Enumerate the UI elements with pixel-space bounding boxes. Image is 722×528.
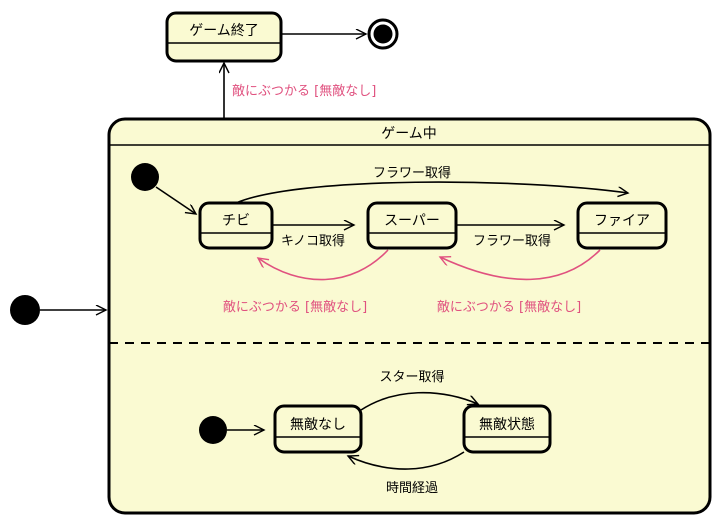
- transition-star[interactable]: [360, 391, 478, 411]
- composite-state-title: ゲーム中: [381, 126, 437, 142]
- state-game-over-label: ゲーム終了: [189, 23, 259, 39]
- state-fire-label: ファイア: [594, 213, 650, 229]
- state-invincible-body: [462, 404, 552, 454]
- initial-state-lower-region[interactable]: [199, 416, 227, 444]
- state-chibi[interactable]: チビ: [198, 201, 274, 250]
- transition-upper-initial-to-chibi[interactable]: [155, 186, 196, 214]
- final-state[interactable]: [367, 18, 399, 50]
- state-no-invincible-label: 無敵なし: [290, 417, 346, 433]
- transition-super-to-chibi-damage[interactable]: [258, 249, 389, 281]
- label-game-over-guard: 敵にぶつかる [無敵なし]: [232, 83, 376, 99]
- final-state-core: [373, 24, 393, 44]
- transition-fire-to-super-damage[interactable]: [440, 249, 601, 281]
- state-fire[interactable]: ファイア: [576, 201, 668, 250]
- initial-state-outer[interactable]: [10, 295, 40, 325]
- label-flower-super-to-fire: フラワー取得: [473, 233, 551, 249]
- state-chibi-label: チビ: [222, 213, 250, 229]
- state-fire-body: [576, 201, 668, 250]
- transition-time[interactable]: [348, 451, 465, 470]
- label-flower-chibi-to-fire: フラワー取得: [373, 165, 451, 181]
- label-damage-fire-to-super: 敵にぶつかる [無敵なし]: [437, 299, 581, 315]
- state-no-invincible[interactable]: 無敵なし: [273, 404, 363, 454]
- state-game-over-body: [165, 11, 283, 63]
- transition-chibi-to-fire[interactable]: [235, 181, 628, 204]
- initial-state-upper-region[interactable]: [131, 163, 159, 191]
- label-time: 時間経過: [386, 481, 438, 496]
- state-super-label: スーパー: [384, 213, 440, 229]
- state-no-invincible-body: [273, 404, 363, 454]
- label-damage-super-to-chibi: 敵にぶつかる [無敵なし]: [223, 299, 367, 315]
- state-invincible-label: 無敵状態: [479, 417, 535, 433]
- state-game-over[interactable]: ゲーム終了: [165, 11, 283, 63]
- state-invincible[interactable]: 無敵状態: [462, 404, 552, 454]
- label-star: スター取得: [379, 369, 444, 385]
- state-super[interactable]: スーパー: [366, 201, 458, 250]
- label-mushroom: キノコ取得: [281, 233, 345, 249]
